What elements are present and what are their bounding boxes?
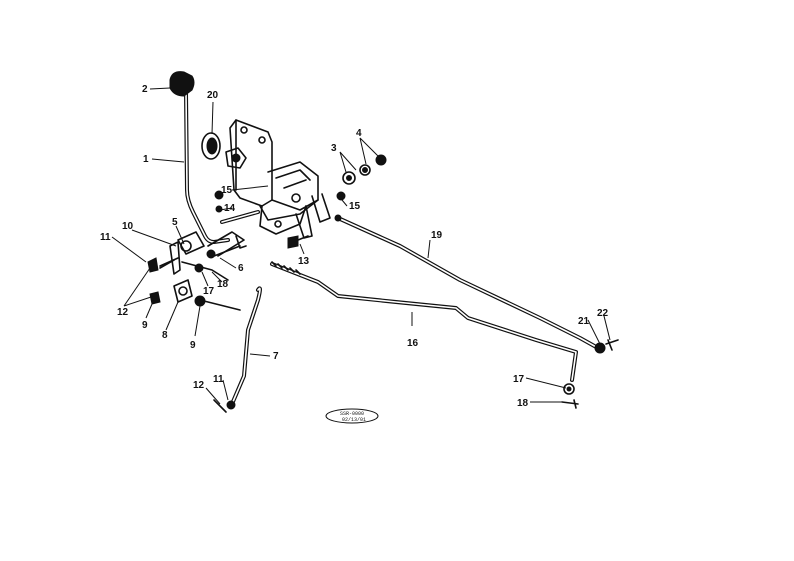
callout-11-lower: 11 — [213, 374, 224, 385]
callout-16: 16 — [407, 338, 419, 349]
fasteners-top-right — [336, 154, 387, 201]
end-fasteners-right — [561, 339, 619, 409]
rod-16 — [270, 261, 578, 382]
callout-17-right: 17 — [513, 374, 525, 385]
mounting-bracket — [225, 119, 331, 239]
shift-arm-assembly — [147, 231, 247, 281]
callout-2: 2 — [142, 84, 148, 95]
pivot-pin — [214, 190, 260, 224]
reference-stamp: SSR-0000 02/13/01 — [325, 408, 379, 424]
callout-21: 21 — [578, 316, 590, 327]
callout-9-lower: 9 — [190, 340, 196, 351]
callout-18-right: 18 — [517, 398, 529, 409]
callout-20: 20 — [207, 90, 219, 101]
callout-22: 22 — [597, 308, 609, 319]
callout-8: 8 — [162, 330, 168, 341]
callout-14: 14 — [224, 203, 236, 214]
bolt-13 — [287, 235, 309, 249]
callout-15-left: 15 — [221, 185, 233, 196]
callout-6: 6 — [238, 263, 244, 274]
callout-12-upper: 12 — [117, 307, 129, 318]
callout-3: 3 — [331, 143, 337, 154]
rod-19 — [334, 214, 600, 350]
callout-1: 1 — [143, 154, 149, 165]
callout-17-left: 17 — [203, 286, 215, 297]
callout-13: 13 — [298, 256, 310, 267]
rod-7 — [213, 286, 262, 413]
shift-lever — [184, 90, 230, 244]
shift-knob — [169, 71, 195, 97]
callout-15-right: 15 — [349, 201, 361, 212]
callout-12-lower: 12 — [193, 380, 205, 391]
callout-7: 7 — [273, 351, 279, 362]
callout-5: 5 — [172, 217, 178, 228]
callout-4: 4 — [356, 128, 362, 139]
callout-19: 19 — [431, 230, 443, 241]
stamp-line-1: SSR-0000 — [340, 411, 364, 417]
stamp-line-2: 02/13/01 — [342, 417, 366, 423]
callout-18-left: 18 — [217, 279, 229, 290]
callout-10: 10 — [122, 221, 134, 232]
lower-linkage — [149, 279, 241, 311]
callout-11-upper: 11 — [100, 232, 111, 243]
callout-labels: 2 1 20 3 4 15 14 15 10 5 11 6 13 19 17 1… — [100, 84, 609, 409]
knob-part-20 — [201, 132, 221, 160]
leader-lines — [111, 87, 611, 405]
callout-9-upper: 9 — [142, 320, 148, 331]
